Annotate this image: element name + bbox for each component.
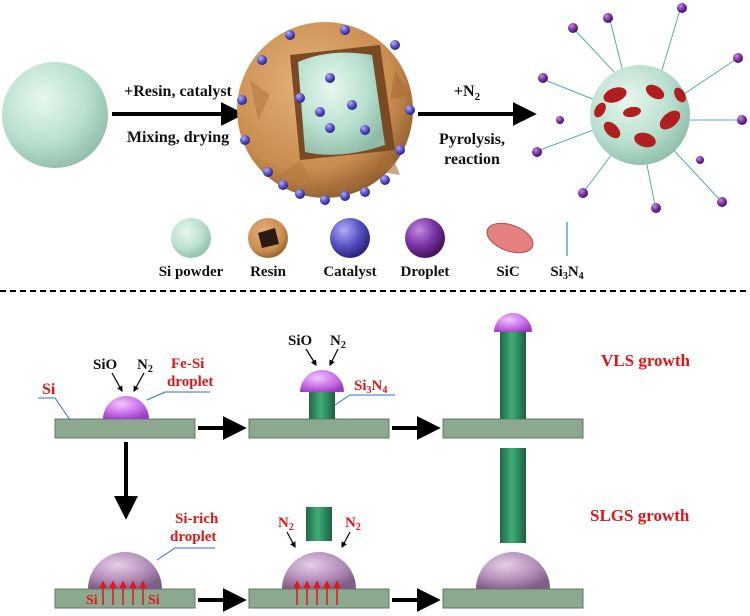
sirich-leader-line: [156, 547, 215, 561]
step1-label-bottom: Mixing, drying: [127, 129, 229, 146]
si-diffusion-right-label: Si: [148, 593, 160, 608]
vls-sio-arrow: [111, 372, 123, 393]
sirich-label-line1: Si-rich: [175, 511, 219, 527]
vls-n2-label-2: N2: [330, 333, 346, 351]
fesi-label-line2: droplet: [167, 374, 213, 390]
legend-droplet-label: Droplet: [401, 264, 450, 280]
resin-coated-particle: [237, 22, 415, 205]
legend-si3n4-label: Si3N4: [550, 264, 583, 282]
fesi-label-line1: Fe-Si: [171, 356, 204, 372]
legend-sic-icon: [486, 222, 534, 254]
vls-n2-arrow-2: [329, 348, 339, 367]
step2-label-bottom-1: Pyrolysis,: [439, 131, 505, 148]
vls-nanowire-short: [309, 390, 335, 419]
legend-resin-icon: [248, 218, 288, 258]
legend-catalyst-icon: [330, 218, 370, 258]
slgs-nanowire-short: [306, 507, 332, 541]
vls-sio-label: SiO: [93, 357, 117, 373]
step2-label-top: +N2: [454, 83, 481, 103]
si3n4-leader-line: [334, 394, 395, 406]
slgs-growth-title: SLGS growth: [590, 506, 690, 525]
slgs-nanowire-long: [500, 448, 526, 543]
step1-label-top: +Resin, catalyst: [124, 83, 232, 100]
step2-label-bottom-2: reaction: [444, 151, 500, 168]
vls-substrate-1: [54, 418, 196, 439]
product-particle: [532, 3, 747, 213]
si-diffusion-arrows-2: [293, 580, 341, 605]
slgs-sirich-droplet-1: [88, 552, 162, 589]
si-substrate-label: Si: [42, 381, 56, 398]
vls-n2-arrow: [133, 372, 145, 393]
vls-n2-label: N2: [137, 357, 153, 375]
slgs-substrate-3: [442, 588, 584, 609]
si3n4-tag: Si3N4: [354, 378, 387, 396]
vls-fesi-droplet: [103, 396, 149, 419]
slgs-sirich-droplet-2: [282, 552, 356, 589]
vls-growth-title: VLS growth: [601, 351, 690, 370]
fesi-leader-line: [146, 391, 210, 401]
slgs-n2-right-label: N2: [345, 515, 361, 533]
slgs-substrate-1: [54, 588, 196, 609]
slgs-sirich-droplet-3: [476, 552, 550, 589]
si-diffusion-arrows-1: [99, 580, 147, 605]
si-leader-line: [38, 397, 71, 421]
si-diffusion-left-label: Si: [86, 593, 98, 608]
sirich-label-line2: droplet: [170, 529, 216, 545]
legend-sic-label: SiC: [496, 264, 519, 280]
slgs-n2-left-label: N2: [278, 515, 294, 533]
slgs-n2-left-arrow: [286, 531, 296, 549]
legend-catalyst-label: Catalyst: [323, 264, 376, 280]
vls-nanowire-long: [500, 330, 526, 419]
slgs-substrate-2: [248, 588, 390, 609]
vls-substrate-2: [248, 418, 390, 439]
si-powder-sphere: [2, 62, 108, 168]
legend-si-powder-icon: [171, 218, 211, 258]
vls-sio-label-2: SiO: [288, 333, 312, 349]
legend-si-powder-label: Si powder: [159, 264, 224, 280]
slgs-n2-right-arrow: [341, 531, 351, 549]
legend-droplet-icon: [405, 218, 445, 258]
vls-droplet-3: [494, 313, 532, 332]
legend-resin-label: Resin: [250, 264, 286, 280]
vls-droplet-2: [300, 370, 344, 392]
vls-substrate-3: [442, 418, 584, 439]
vls-sio-arrow-2: [305, 348, 317, 367]
